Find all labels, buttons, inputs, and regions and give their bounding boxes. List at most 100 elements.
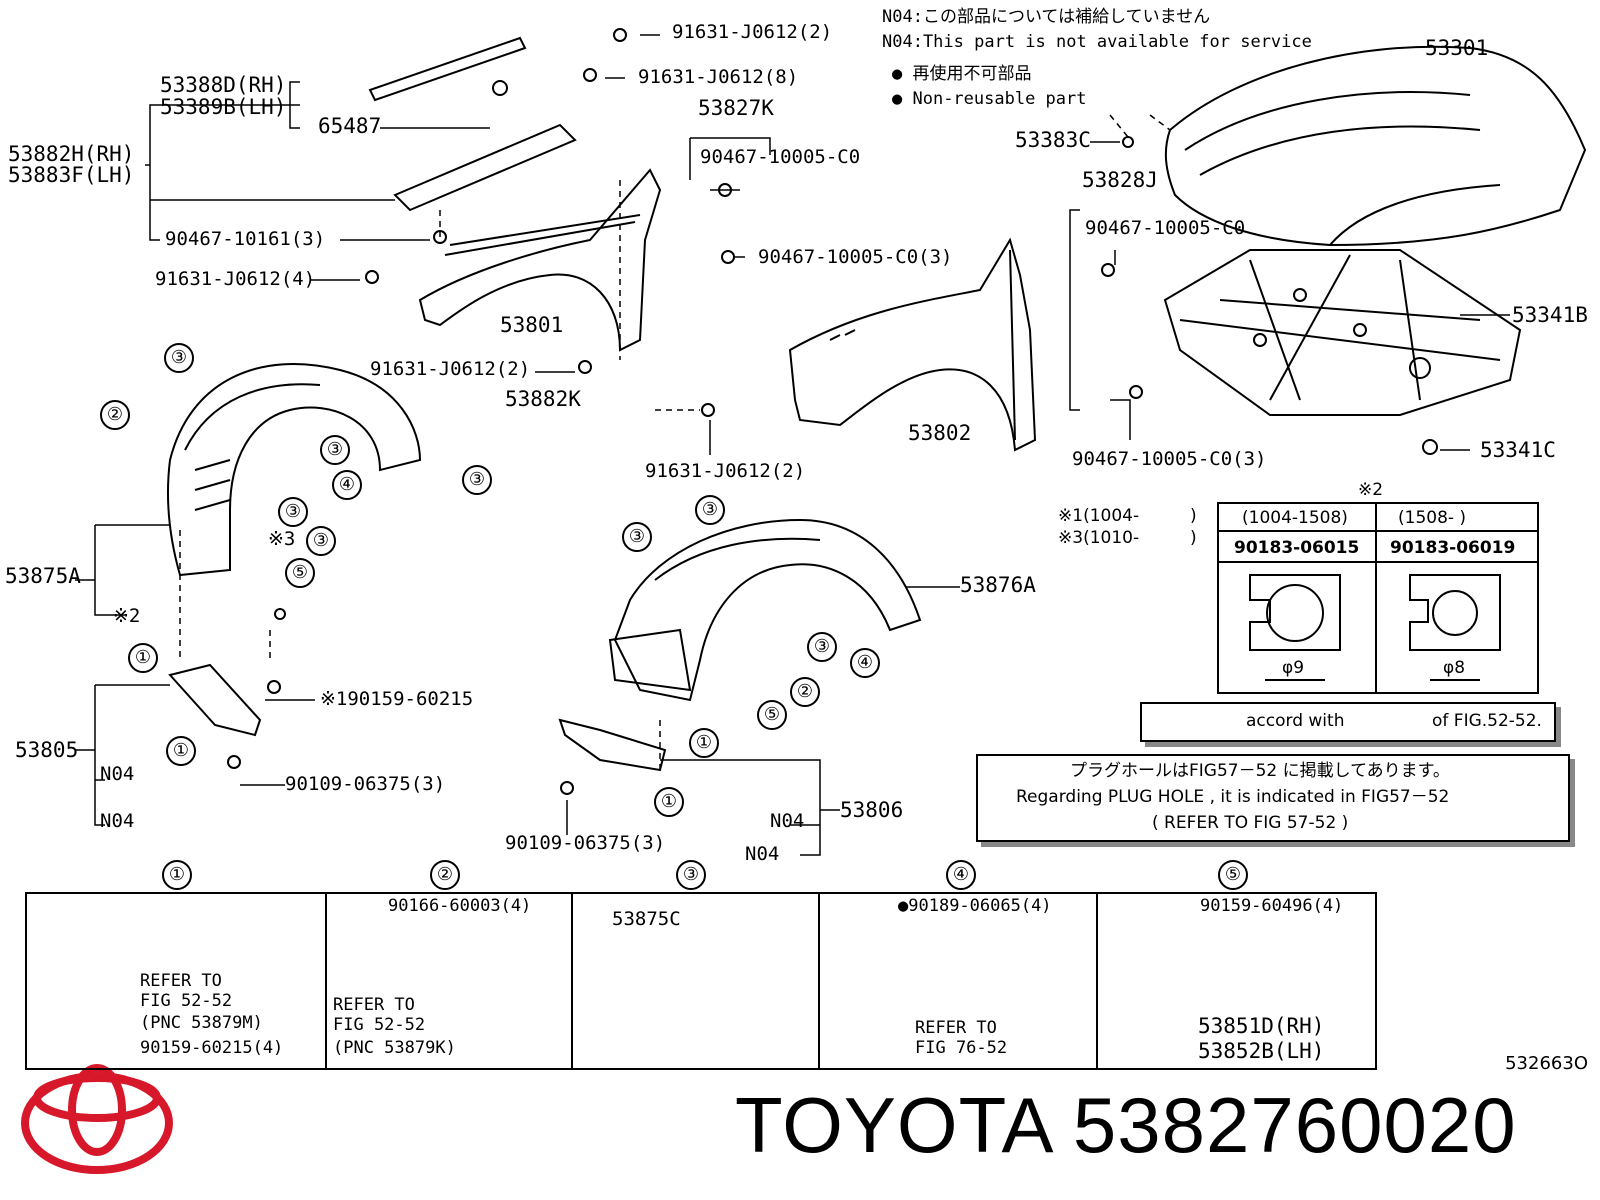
label-90109-b: 90109-06375(3): [505, 832, 666, 854]
detail-num-1: ①: [162, 860, 192, 890]
col1-dim: φ9: [1282, 658, 1305, 678]
label-90159-60215: ※190159-60215: [320, 690, 473, 709]
label-53806: 53806: [840, 798, 904, 822]
dashed-lines: [179, 114, 1171, 770]
label-65487: 65487: [318, 114, 382, 138]
callout-3: ③: [622, 522, 652, 552]
accord-text1: accord with: [1246, 711, 1345, 731]
label-91631-2-mid: 91631-J0612(2): [370, 358, 531, 380]
callout-5: ⑤: [757, 700, 787, 730]
detail2-l2: FIG 52-52: [333, 1015, 426, 1035]
nonreusable-en-text: Non-reusable part: [912, 89, 1087, 109]
detail-num-4: ④: [946, 860, 976, 890]
detail-num-5: ⑤: [1218, 860, 1248, 890]
label-53882h: 53882H(RH): [8, 142, 135, 166]
note-nonreusable-en: ● Non-reusable part: [892, 89, 1087, 109]
label-90109-a: 90109-06375(3): [285, 773, 446, 795]
label-53388d: 53388D(RH): [160, 73, 287, 97]
label-53875a: 53875A: [5, 564, 81, 588]
nonreusable-jp-text: 再使用不可部品: [912, 64, 1032, 84]
label-90467-co-b: 90467-10005-C0(3): [1072, 448, 1267, 470]
label-91631-4: 91631-J0612(4): [155, 268, 316, 290]
label-n04-b: N04: [100, 810, 135, 832]
brand-part-number: TOYOTA 5382760020: [735, 1081, 1517, 1169]
part-90159-60215: 90159-60215: [347, 688, 474, 710]
label-53827k: 53827K: [698, 96, 774, 120]
hood-insulator-drawing: [1163, 249, 1522, 416]
callout-4: ④: [850, 648, 880, 678]
label-53383c: 53383C: [1015, 128, 1091, 152]
callout-3: ③: [807, 632, 837, 662]
detail2-top: 90166-60003(4): [388, 896, 532, 916]
callout-1: ①: [166, 736, 196, 766]
detail1-l2: FIG 52-52: [140, 991, 233, 1011]
label-90467-co-c: 90467-10005-C0: [700, 146, 861, 168]
label-53882k: 53882K: [505, 387, 581, 411]
molding-drawing: [368, 36, 527, 102]
col2-part: 90183-06019: [1390, 538, 1516, 558]
row2-text: (1010-: [1083, 528, 1140, 548]
detail-num-3: ③: [676, 860, 706, 890]
label-53883f: 53883F(LH): [8, 163, 135, 187]
callout-2: ②: [790, 677, 820, 707]
label-53801: 53801: [500, 313, 564, 337]
detail4-l1: REFER TO: [915, 1018, 997, 1038]
toyota-logo: [21, 1064, 173, 1174]
fasteners: [227, 28, 1438, 795]
label-90467-10161: 90467-10161(3): [165, 228, 326, 250]
label-91631-2-top: 91631-J0612(2): [672, 21, 833, 43]
label-91631-2-low: 91631-J0612(2): [645, 460, 806, 482]
plug-hole-box: プラグホールはFIG57－52 に掲載してあります。 Regarding PLU…: [976, 754, 1570, 842]
detail5-l2: 53852B(LH): [1198, 1039, 1325, 1063]
label-n04-a: N04: [100, 763, 135, 785]
callout-3: ③: [462, 465, 492, 495]
ref-x2: ※2: [113, 605, 141, 627]
callout-3: ③: [164, 343, 194, 373]
detail2-l1: REFER TO: [333, 995, 415, 1015]
detail4-l2: FIG 76-52: [915, 1038, 1008, 1058]
label-53805: 53805: [15, 738, 79, 762]
label-53876a: 53876A: [960, 573, 1036, 597]
row2-mark: ※3: [1058, 528, 1084, 548]
label-91631-8: 91631-J0612(8): [638, 66, 799, 88]
accord-box: accord with of FIG.52-52.: [1140, 702, 1556, 742]
detail3-top: 53875C: [612, 908, 681, 930]
callout-1: ①: [689, 728, 719, 758]
callout-3: ③: [278, 497, 308, 527]
bracket-left-drawing: [168, 663, 262, 737]
detail5-top: 90159-60496(4): [1200, 896, 1344, 916]
fender-left-drawing: [418, 168, 662, 352]
table-row1: ※1(1004-: [1058, 506, 1139, 526]
fender-right-drawing: [788, 237, 1037, 452]
ref-x3: ※3: [268, 528, 296, 550]
table-row2: ※3(1010-: [1058, 528, 1139, 548]
row1-text: (1004-: [1083, 506, 1140, 526]
diagram-code: 532663O: [1505, 1053, 1588, 1074]
callout-1: ①: [128, 643, 158, 673]
detail5-l1: 53851D(RH): [1198, 1014, 1325, 1038]
detail1-l4: 90159-60215(4): [140, 1038, 284, 1058]
note-nonreusable-jp: ● 再使用不可部品: [892, 64, 1032, 84]
plug-hole-ref: ( REFER TO FIG 57-52 ): [1152, 813, 1349, 833]
callout-1: ①: [654, 787, 684, 817]
note-n04-en: N04:This part is not available for servi…: [882, 32, 1312, 52]
detail-panel-frame: [25, 892, 1377, 1070]
callout-3: ③: [320, 435, 350, 465]
col2-dim: φ8: [1443, 658, 1466, 678]
spec-table: [1217, 502, 1539, 694]
col1-range: (1004-1508): [1242, 508, 1348, 528]
leader-lines: [75, 34, 1510, 856]
liner-right-drawing: [608, 518, 922, 702]
callout-3: ③: [306, 526, 336, 556]
plug-hole-jp: プラグホールはFIG57－52 に掲載してあります。: [1070, 761, 1450, 781]
ref-x1-a: ※1: [320, 688, 348, 710]
callout-3: ③: [695, 495, 725, 525]
label-53301: 53301: [1425, 36, 1489, 60]
detail4-part: 90189-06065(4): [908, 896, 1052, 916]
label-53341c: 53341C: [1480, 438, 1556, 462]
table-header-mark: ※2: [1358, 480, 1384, 500]
label-53341b: 53341B: [1512, 303, 1588, 327]
row1-close: ): [1190, 506, 1197, 526]
label-n04-d: N04: [745, 843, 780, 865]
